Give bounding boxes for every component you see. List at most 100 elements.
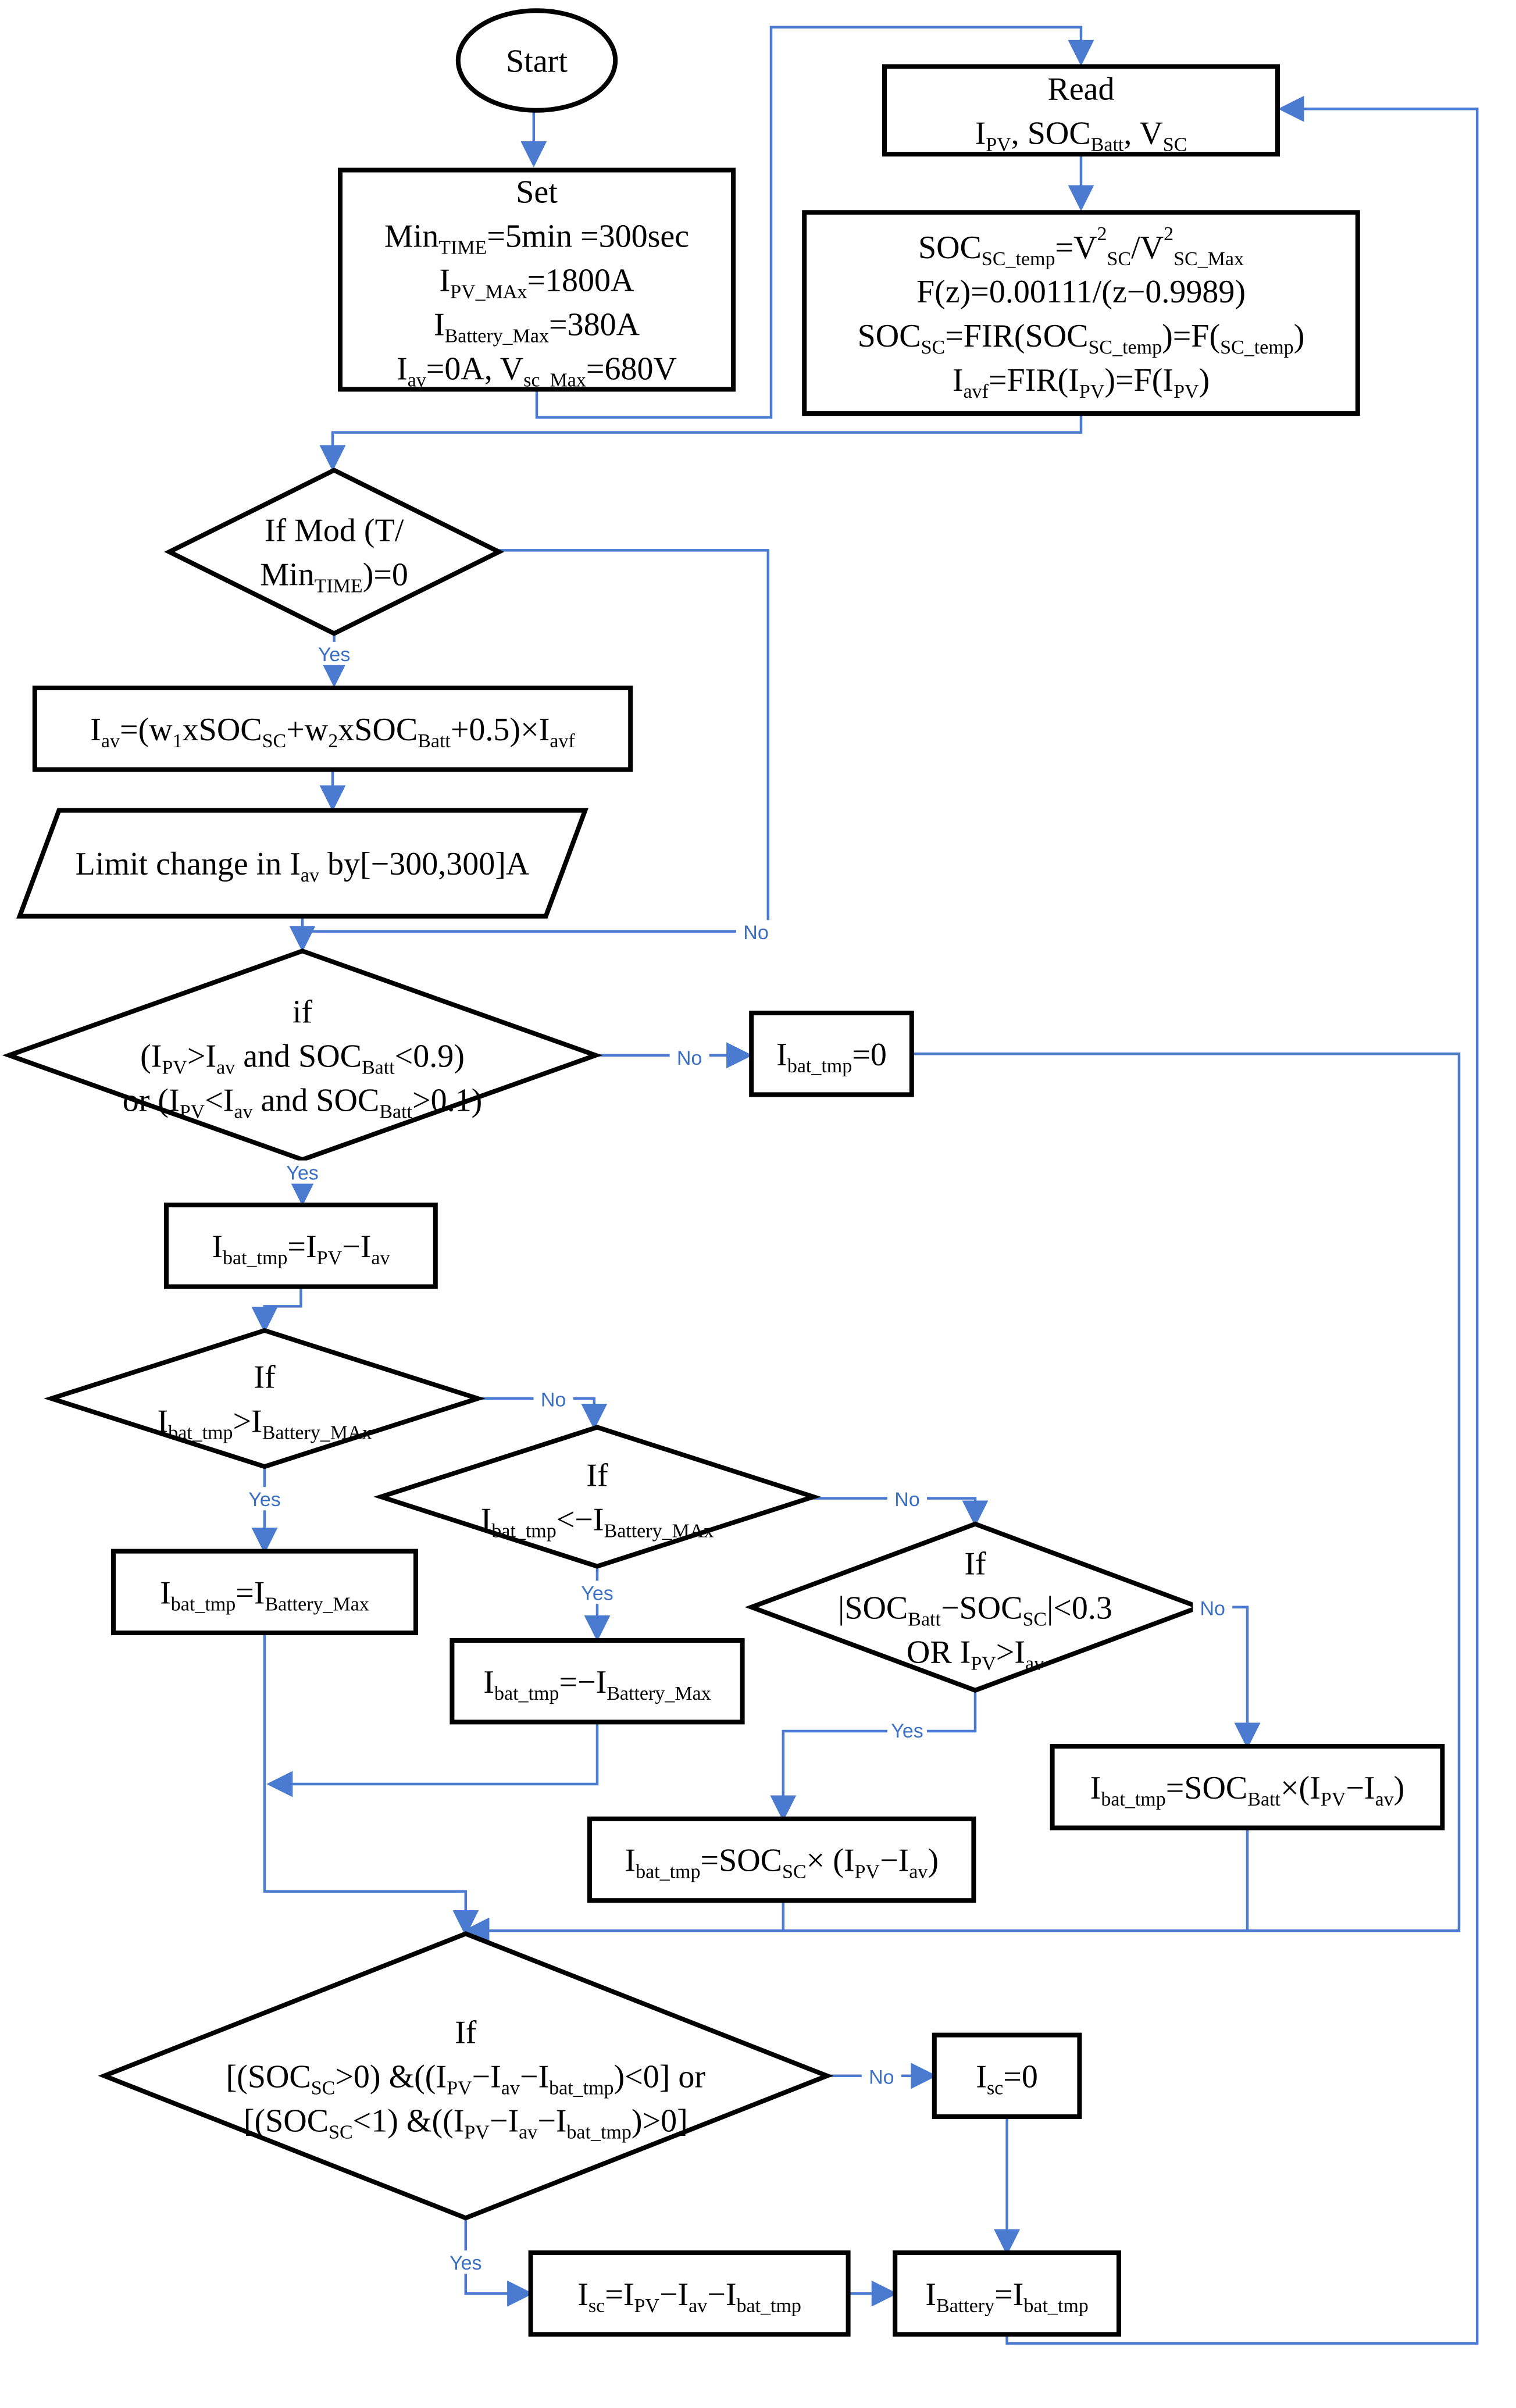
node-start-line: Start <box>506 44 568 80</box>
node-calc-line: SOCSC_temp=V2SC/V2SC_Max <box>918 223 1244 269</box>
node-d1-shape <box>164 468 505 636</box>
node-bat0-shape <box>749 1011 914 1097</box>
node-battmp: Ibat_tmp=IPV−Iav <box>164 1203 438 1289</box>
node-isc0-shape <box>932 2032 1082 2120</box>
edge-d5-batsoc <box>1198 1606 1261 1749</box>
edge-bat0-merge <box>463 1052 1461 1944</box>
node-d2-line: if <box>293 994 313 1030</box>
node-set-line: Iav=0A, Vsc_Max=680V <box>397 351 677 391</box>
node-d5: If|SOCBatt−SOCSC|<0.3OR IPV>Iav <box>744 1521 1206 1693</box>
node-d4-line: If <box>586 1458 608 1494</box>
node-d5-line: OR IPV>Iav <box>907 1634 1044 1674</box>
node-d4-line: Ibat_tmp<−IBattery_MAx <box>481 1502 714 1542</box>
node-read-line: Read <box>1047 71 1114 107</box>
edge-label-no: No <box>1200 1597 1225 1619</box>
node-d3-shape <box>44 1328 486 1469</box>
node-batsc-shape <box>587 1816 976 1903</box>
node-batsoc-shape <box>1050 1744 1445 1831</box>
node-set-line: IBattery_Max=380A <box>434 307 640 347</box>
edge-label-no: No <box>677 1047 702 1069</box>
edge-label-no: No <box>869 2066 894 2088</box>
edge-batsc-merge <box>463 1900 785 1944</box>
node-isc: Isc=IPV−Iav−Ibat_tmp <box>528 2250 851 2337</box>
node-d2-shape <box>2 948 603 1162</box>
edge-label-no: No <box>894 1489 919 1511</box>
node-batneg-shape <box>450 1638 745 1725</box>
node-d1-line: MinTIME)=0 <box>260 557 408 597</box>
node-isc-line: Isc=IPV−Iav−Ibat_tmp <box>577 2277 801 2317</box>
edge-d5-batsc <box>770 1690 977 1822</box>
node-d2-line: or (IPV<Iav and SOCBatt>0.1) <box>123 1082 482 1122</box>
edge-label-no: No <box>743 922 768 944</box>
edge-label-yes: Yes <box>286 1162 318 1185</box>
edge-d4-d5 <box>812 1497 989 1527</box>
node-d1-line: If Mod (T/ <box>265 513 404 549</box>
edge-calc-d1 <box>319 414 1083 472</box>
node-read-line: IPV, SOCBatt, VSC <box>975 115 1187 155</box>
edge-d6-isc <box>464 2218 534 2307</box>
edge-batmax-d6 <box>263 1633 479 1936</box>
edge-label-yes: Yes <box>581 1582 613 1604</box>
node-ibat-line: IBattery=Ibat_tmp <box>925 2277 1088 2317</box>
node-batsc-line: Ibat_tmp=SOCSC× (IPV−Iav) <box>625 1843 939 1883</box>
node-set-line: MinTIME=5min =300sec <box>384 219 689 259</box>
edge-label-bg <box>887 1487 927 1511</box>
node-d3-line: If <box>254 1360 276 1396</box>
node-set-line: Set <box>516 174 558 211</box>
edge-label-bg <box>736 920 776 944</box>
node-batsoc-line: Ibat_tmp=SOCBatt×(IPV−Iav) <box>1090 1770 1405 1810</box>
node-calc-line: F(z)=0.00111/(z−0.9989) <box>916 274 1246 310</box>
node-batneg: Ibat_tmp=−IBattery_Max <box>450 1638 745 1725</box>
node-batsoc: Ibat_tmp=SOCBatt×(IPV−Iav) <box>1050 1744 1445 1831</box>
edge-label-yes: Yes <box>450 2252 481 2274</box>
node-d6-line: [(SOCSC<1) &((IPV−Iav−Ibat_tmp)>0] <box>244 2103 688 2143</box>
node-batmax-shape <box>111 1549 418 1636</box>
edge-label-bg <box>1193 1596 1233 1619</box>
node-d2: if (IPV>Iav and SOCBatt<0.9)or (IPV<Iav a… <box>2 948 603 1162</box>
edge-ibat-read <box>1005 95 1479 2345</box>
node-isc0-line: Isc=0 <box>976 2059 1038 2099</box>
node-calc-line: SOCSC=FIR(SOCSC_temp)=F(SC_temp) <box>858 318 1305 358</box>
node-batmax: Ibat_tmp=IBattery_Max <box>111 1549 418 1636</box>
edge-d3-d4 <box>477 1397 608 1430</box>
node-battmp-line: Ibat_tmp=IPV−Iav <box>212 1229 390 1269</box>
node-calc-shape <box>802 210 1360 416</box>
node-isc0: Isc=0 <box>932 2032 1082 2120</box>
edge-label-bg <box>669 1046 709 1069</box>
node-d6-line: If <box>455 2014 477 2050</box>
node-limit-shape <box>16 808 588 919</box>
node-iav-line: Iav=(w1xSOCSC+w2xSOCBatt+0.5)×Iavf <box>90 712 575 752</box>
node-start-shape <box>455 8 618 113</box>
node-d5-line: |SOCBatt−SOCSC|<0.3 <box>838 1590 1112 1630</box>
node-d5-shape <box>744 1521 1206 1693</box>
node-d1: If Mod (T/MinTIME)=0 <box>164 468 505 636</box>
edge-label-no: No <box>541 1389 566 1411</box>
edge-label-bg <box>314 641 354 665</box>
node-d4-shape <box>373 1425 821 1569</box>
node-calc-line: Iavf=FIR(IPV)=F(IPV) <box>953 362 1210 402</box>
edge-d1-d2 <box>302 549 770 933</box>
node-start: Start <box>455 8 618 113</box>
node-d2-line: (IPV>Iav and SOCBatt<0.9) <box>140 1038 465 1078</box>
node-d6-shape <box>98 1931 834 2221</box>
node-limit-line: Limit change in Iav by[−300,300]A <box>76 846 530 886</box>
edge-label-bg <box>283 1160 322 1184</box>
node-d3-line: Ibat_tmp>IBattery_MAx <box>157 1404 372 1444</box>
edge-battmp-d3 <box>251 1286 302 1333</box>
node-set-line: IPV_MAx=1800A <box>440 263 634 303</box>
edge-set-read <box>535 26 1094 419</box>
edge-label-bg <box>577 1581 617 1604</box>
edge-label-bg <box>533 1387 573 1411</box>
edge-label-bg <box>887 1718 927 1742</box>
node-iav-shape <box>32 686 633 772</box>
node-battmp-shape <box>164 1203 438 1289</box>
node-batneg-line: Ibat_tmp=−IBattery_Max <box>483 1664 711 1704</box>
edge-label-bg <box>445 2250 486 2274</box>
edge-label-bg <box>245 1487 284 1511</box>
node-d6-line: [(SOCSC>0) &((IPV−Iav−Ibat_tmp)<0] or <box>226 2059 706 2099</box>
